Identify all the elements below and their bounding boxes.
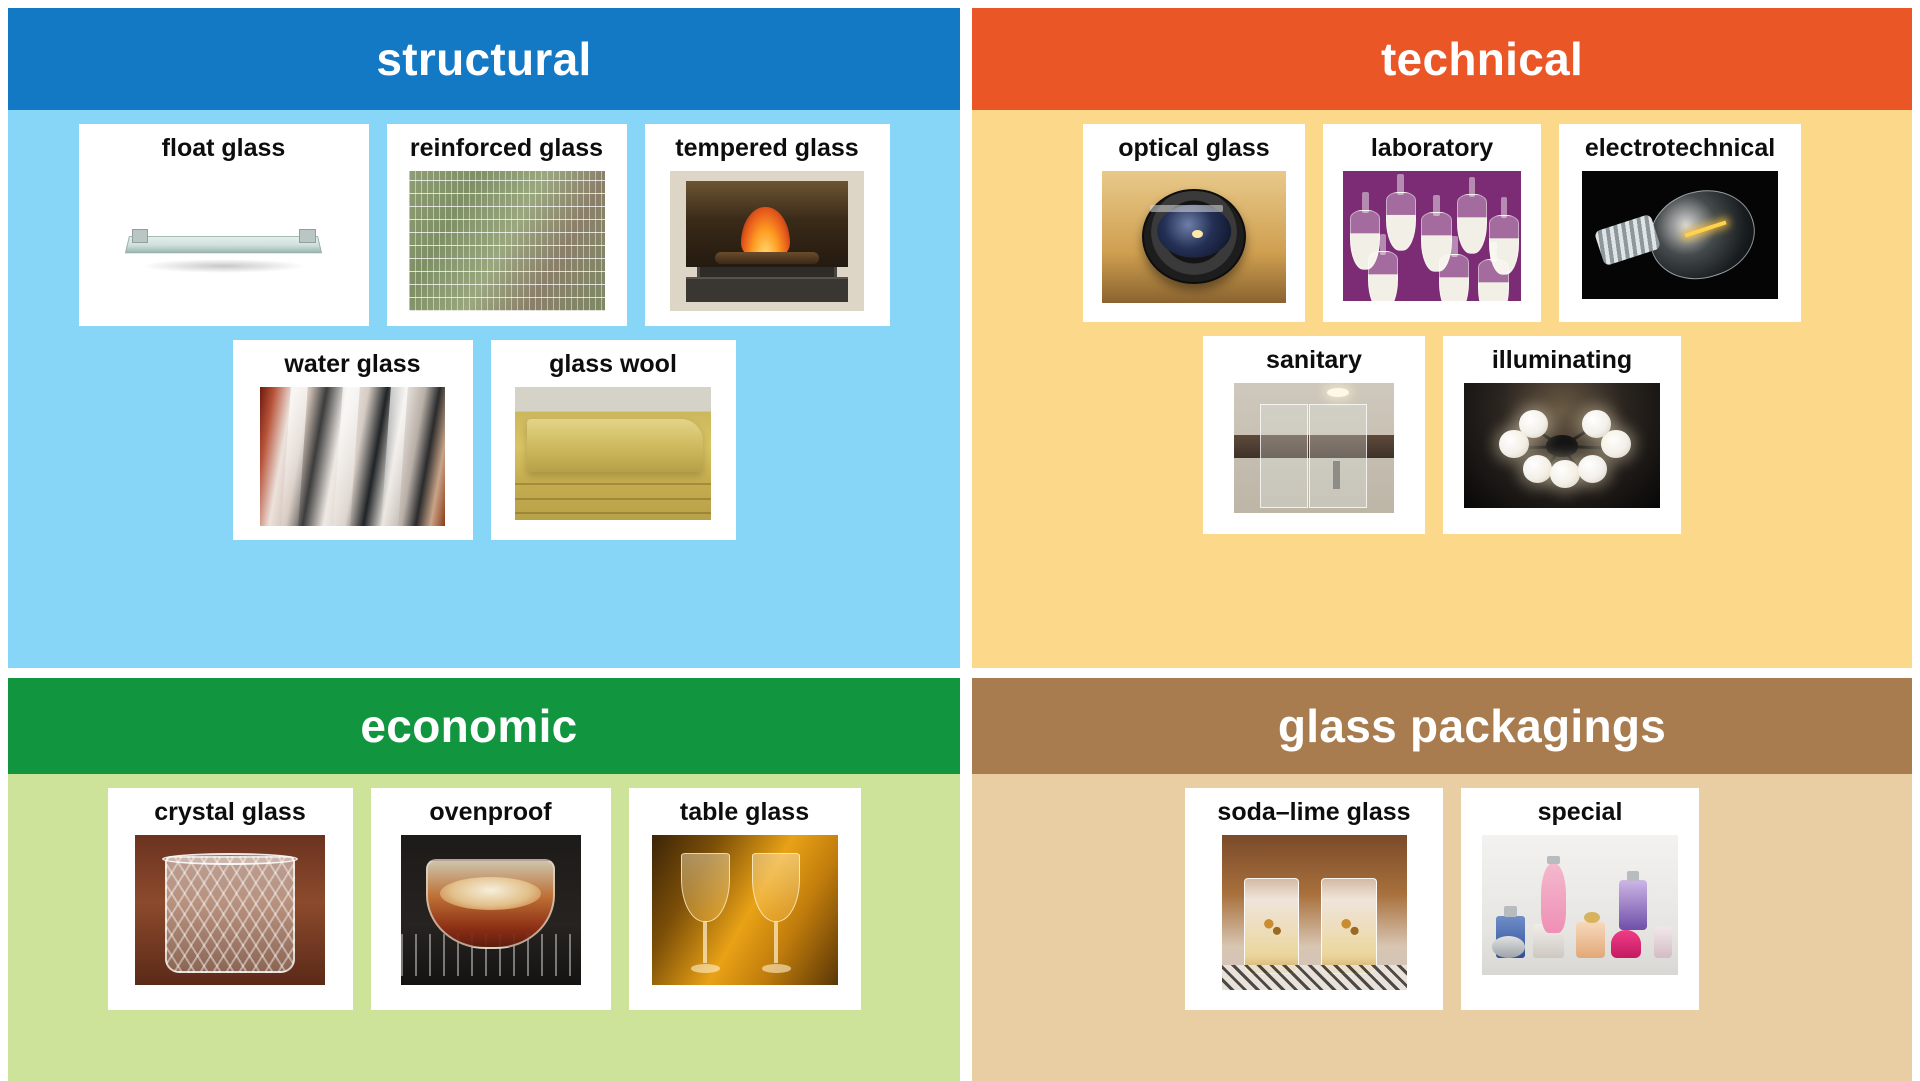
card-label: ovenproof xyxy=(429,798,552,826)
card-crystal-glass[interactable]: crystal glass xyxy=(107,788,353,1010)
panel-technical-header: technical xyxy=(972,8,1912,110)
card-optical-glass[interactable]: optical glass xyxy=(1083,124,1305,322)
panel-structural-title: structural xyxy=(376,33,592,85)
insulation-batt-image xyxy=(515,386,711,520)
shower-enclosure-image xyxy=(1234,382,1394,513)
card-label: special xyxy=(1537,798,1623,826)
card-sanitary-glass[interactable]: sanitary xyxy=(1203,336,1425,534)
card-label: glass wool xyxy=(549,350,677,378)
card-label: water glass xyxy=(284,350,421,378)
card-label: table glass xyxy=(679,798,810,826)
wired-mesh-glass-image xyxy=(408,170,605,311)
panel-technical: technical optical glass l xyxy=(972,8,1912,668)
cut-crystal-bowl-image xyxy=(135,834,325,985)
panel-economic-header: economic xyxy=(8,678,960,774)
panel-packagings-body: soda–lime glass special xyxy=(972,774,1912,1081)
panel-structural-header: structural xyxy=(8,8,960,110)
panel-structural: structural float glass re xyxy=(8,8,960,668)
card-float-glass[interactable]: float glass xyxy=(78,124,369,326)
perfume-bottles-image xyxy=(1482,834,1678,975)
card-water-glass[interactable]: water glass xyxy=(232,340,473,540)
structural-row-2: water glass glass wool xyxy=(8,340,960,540)
panel-packagings-header: glass packagings xyxy=(972,678,1912,774)
card-table-glass[interactable]: table glass xyxy=(628,788,861,1010)
packagings-row-1: soda–lime glass special xyxy=(972,788,1912,1010)
panel-economic: economic crystal glass ovenproof xyxy=(8,678,960,1081)
card-ovenproof-glass[interactable]: ovenproof xyxy=(370,788,611,1010)
card-tempered-glass[interactable]: tempered glass xyxy=(644,124,890,326)
wine-glasses-image xyxy=(651,834,838,985)
panel-technical-body: optical glass laboratory xyxy=(972,110,1912,668)
panel-glass-packagings: glass packagings soda–lime glass special xyxy=(972,678,1912,1081)
card-label: reinforced glass xyxy=(409,134,604,162)
card-label: crystal glass xyxy=(154,798,306,826)
card-label: illuminating xyxy=(1491,346,1633,374)
card-label: sanitary xyxy=(1266,346,1362,374)
card-label: float glass xyxy=(161,134,286,162)
card-label: tempered glass xyxy=(675,134,859,162)
erlenmeyer-flasks-image xyxy=(1343,170,1521,301)
technical-row-2: sanitary illuminating xyxy=(972,336,1912,534)
card-soda-lime-glass[interactable]: soda–lime glass xyxy=(1185,788,1443,1010)
decorated-tumblers-image xyxy=(1221,834,1407,990)
technical-row-1: optical glass laboratory xyxy=(972,124,1912,322)
ceiling-lamp-image xyxy=(1464,382,1660,508)
card-glass-wool[interactable]: glass wool xyxy=(490,340,736,540)
fireplace-glass-image xyxy=(670,170,864,311)
light-bulb-image xyxy=(1582,170,1778,299)
casserole-dish-image xyxy=(400,834,581,985)
panel-technical-title: technical xyxy=(1380,33,1584,85)
panel-structural-body: float glass reinforced glass xyxy=(8,110,960,668)
camera-lens-image xyxy=(1102,170,1286,303)
card-electrotechnical-glass[interactable]: electrotechnical xyxy=(1559,124,1801,322)
card-special-packaging[interactable]: special xyxy=(1461,788,1699,1010)
sodium-silicate-image xyxy=(260,386,445,526)
card-label: laboratory xyxy=(1370,134,1494,162)
glass-shelf-image xyxy=(108,186,339,297)
economic-row-1: crystal glass ovenproof xyxy=(8,788,960,1010)
card-illuminating-glass[interactable]: illuminating xyxy=(1443,336,1681,534)
panel-packagings-title: glass packagings xyxy=(1277,700,1667,752)
structural-row-1: float glass reinforced glass xyxy=(8,124,960,326)
card-label: soda–lime glass xyxy=(1217,798,1411,826)
card-laboratory-glass[interactable]: laboratory xyxy=(1323,124,1541,322)
panel-economic-body: crystal glass ovenproof xyxy=(8,774,960,1081)
card-reinforced-glass[interactable]: reinforced glass xyxy=(386,124,627,326)
card-label: optical glass xyxy=(1118,134,1270,162)
card-label: electrotechnical xyxy=(1584,134,1776,162)
panel-economic-title: economic xyxy=(360,700,578,752)
